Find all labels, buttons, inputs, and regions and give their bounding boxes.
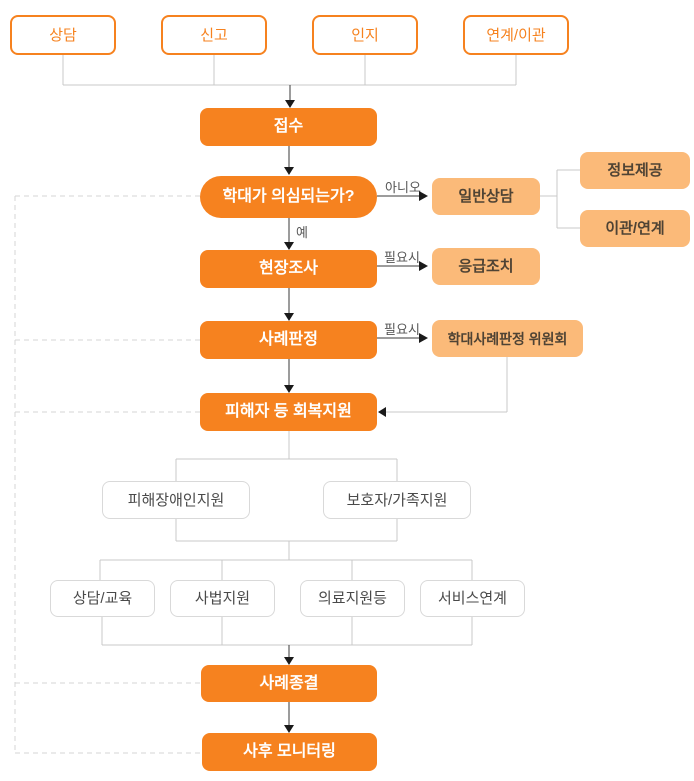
arrowheads — [284, 100, 428, 733]
node-source-report: 신고 — [161, 15, 267, 55]
node-general-counseling: 일반상담 — [432, 178, 540, 215]
node-transfer-link: 이관/연계 — [580, 210, 690, 247]
edge-label-if-needed-judgment: 필요시 — [384, 322, 420, 337]
node-info-provision: 정보제공 — [580, 152, 690, 189]
node-decision-abuse-suspected: 학대가 의심되는가? — [200, 176, 377, 218]
edge-label-if-needed-investigation: 필요시 — [384, 250, 420, 265]
node-source-recognition: 인지 — [312, 15, 418, 55]
node-case-closure: 사례종결 — [201, 665, 377, 702]
node-source-referral-transfer: 연계/이관 — [463, 15, 569, 55]
node-emergency-measures: 응급조치 — [432, 248, 540, 285]
node-abuse-case-committee: 학대사례판정 위원회 — [432, 320, 583, 357]
node-source-counseling: 상담 — [10, 15, 116, 55]
node-service-counseling-education: 상담/교육 — [50, 580, 155, 617]
node-service-linkage: 서비스연계 — [420, 580, 525, 617]
dashed-feedback-connectors — [14, 195, 202, 754]
node-victim-disabled-support: 피해장애인지원 — [102, 481, 250, 519]
node-case-judgment: 사례판정 — [200, 321, 377, 359]
node-guardian-family-support: 보호자/가족지원 — [323, 481, 471, 519]
node-service-medical-support: 의료지원등 — [300, 580, 405, 617]
node-intake: 접수 — [200, 108, 377, 146]
node-recovery-support: 피해자 등 회복지원 — [200, 393, 377, 431]
node-service-legal-support: 사법지원 — [170, 580, 275, 617]
edge-label-yes: 예 — [296, 225, 308, 240]
node-post-monitoring: 사후 모니터링 — [202, 733, 377, 771]
node-field-investigation: 현장조사 — [200, 250, 377, 288]
arrow-lines — [288, 85, 419, 725]
gray-connectors — [62, 55, 580, 646]
edge-label-no: 아니오 — [385, 180, 421, 195]
